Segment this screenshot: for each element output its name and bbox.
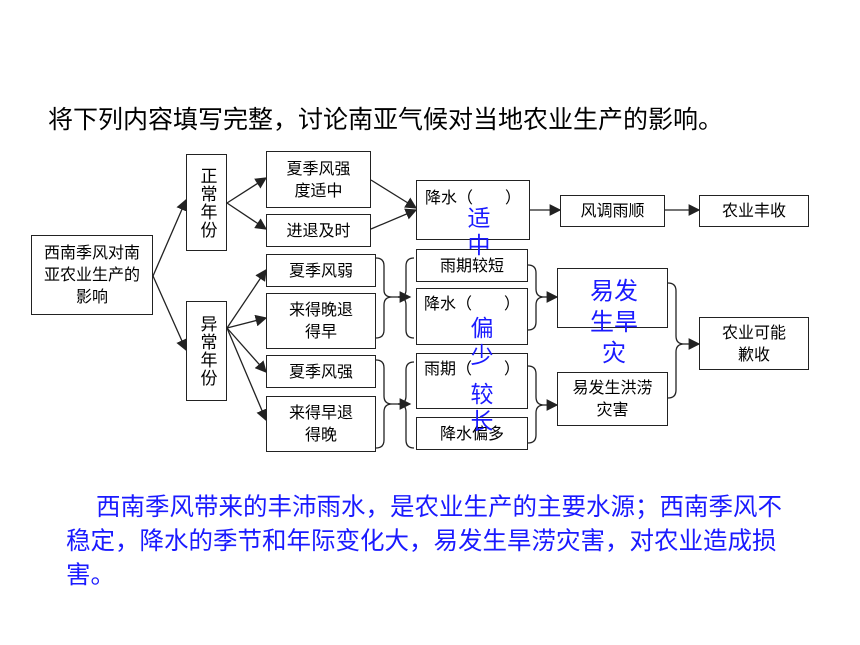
- answer-drought-text: 易发生旱灾: [590, 277, 638, 367]
- abnormal-year-box: 异常年份: [186, 301, 227, 401]
- normal-rain-box: 降水（ ）: [416, 180, 530, 240]
- late-early-label: 来得晚退得早: [288, 300, 353, 341]
- early-late-box: 来得早退得晚: [266, 396, 376, 452]
- drought-box: [557, 268, 668, 328]
- page-title: 将下列内容填写完整，讨论南亚气候对当地农业生产的影响。: [48, 105, 724, 134]
- flood-label: 易发生洪涝灾害: [572, 378, 653, 419]
- normal-cond2-box: 进退及时: [266, 214, 371, 247]
- answer-drought: 易发生旱灾: [582, 276, 646, 369]
- weak-monsoon-box: 夏季风弱: [266, 254, 376, 287]
- abnormal-outcome-label: 农业可能歉收: [721, 322, 786, 364]
- normal-year-box: 正常年份: [186, 154, 227, 251]
- early-late-label: 来得早退得晚: [288, 403, 353, 444]
- answer-longer-text: 较长: [470, 382, 494, 435]
- flood-box: 易发生洪涝灾害: [557, 372, 668, 426]
- normal-outcome-box: 农业丰收: [699, 195, 809, 227]
- normal-cond1-label: 夏季风强度适中: [286, 158, 351, 200]
- answer-moderate-text: 适中: [467, 206, 491, 259]
- abnormal-outcome-box: 农业可能歉收: [699, 317, 809, 370]
- normal-cond1-box: 夏季风强度适中: [266, 151, 371, 208]
- normal-result-box: 风调雨顺: [560, 195, 665, 227]
- root-box: 西南季风对南亚农业生产的影响: [31, 235, 153, 315]
- strong-monsoon-box: 夏季风强: [266, 355, 376, 388]
- rain-more-label: 降水偏多: [439, 423, 504, 443]
- normal-outcome-label: 农业丰收: [721, 201, 786, 220]
- rain-long-box: 雨期（ ）: [416, 353, 528, 409]
- abnormal-year-label: 异常年份: [196, 315, 217, 387]
- answer-longer: 较长: [469, 382, 495, 436]
- rain-more-box: 降水偏多: [416, 417, 528, 450]
- rain-less-box: 降水（ ）: [416, 288, 528, 345]
- late-early-box: 来得晚退得早: [266, 293, 376, 349]
- answer-less-text: 偏少: [470, 316, 494, 369]
- rain-less-label: 降水（ ）: [423, 294, 520, 313]
- strong-monsoon-label: 夏季风强: [288, 361, 353, 381]
- weak-monsoon-label: 夏季风弱: [288, 260, 353, 280]
- rain-short-box: 雨期较短: [416, 249, 528, 282]
- answer-moderate: 适中: [466, 206, 492, 260]
- summary-paragraph: 西南季风带来的丰沛雨水，是农业生产的主要水源；西南季风不稳定，降水的季节和年际变…: [66, 492, 782, 589]
- rain-short-label: 雨期较短: [439, 255, 504, 275]
- normal-result-label: 风调雨顺: [580, 201, 645, 220]
- normal-rain-label: 降水（ ）: [424, 188, 521, 207]
- normal-year-label: 正常年份: [196, 166, 217, 239]
- rain-long-label: 雨期（ ）: [423, 359, 520, 378]
- root-label: 西南季风对南亚农业生产的影响: [43, 243, 140, 306]
- normal-cond2-label: 进退及时: [286, 220, 351, 240]
- answer-less: 偏少: [469, 316, 495, 370]
